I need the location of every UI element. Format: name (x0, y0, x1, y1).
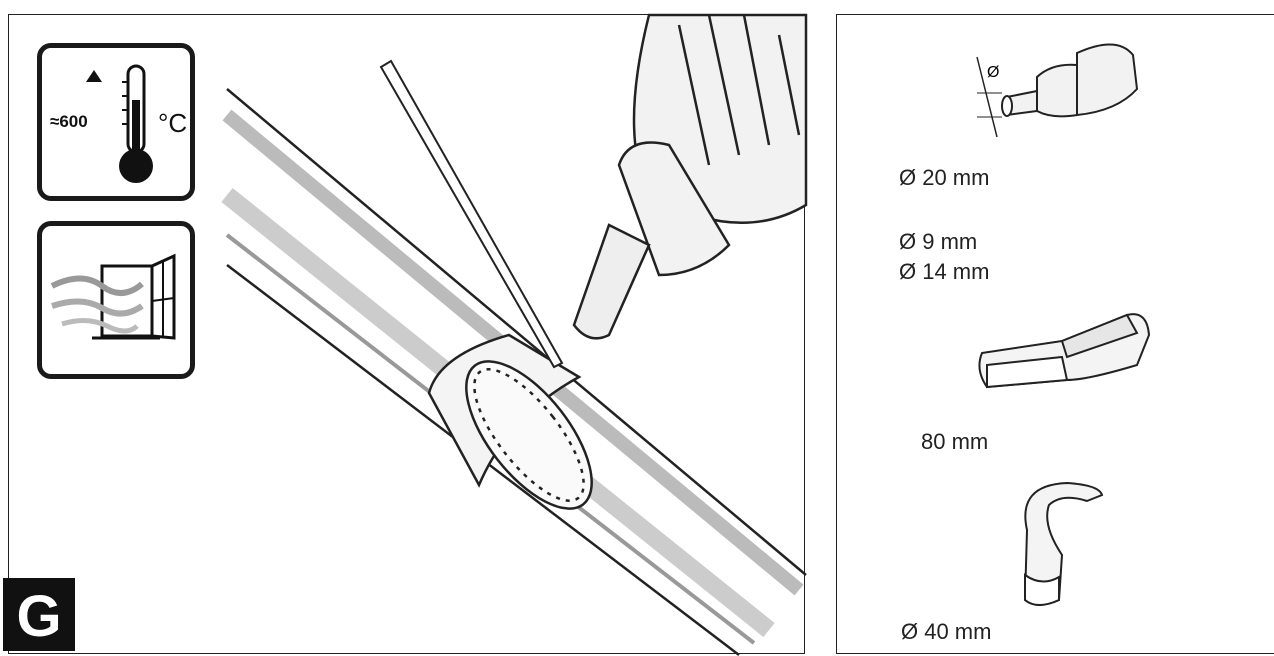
solder-wire (379, 59, 564, 369)
nozzle-label-80mm: 80 mm (921, 429, 989, 454)
nozzle-drawings: Ø (976, 43, 1151, 606)
ventilation-icon (37, 221, 195, 379)
nozzle-label-14mm: Ø 14 mm (899, 259, 990, 284)
temperature-unit: °C (158, 108, 188, 138)
heat-gun (572, 13, 808, 340)
temperature-setting-icon: ≈600 °C (37, 43, 195, 201)
pipe-fitting (427, 333, 593, 510)
nozzle-accessories-panel: Ø Ø 20 mm Ø 9 mm Ø 14 mm 80 mm Ø 40 mm (836, 14, 1274, 654)
nozzle-label-20mm: Ø 20 mm (899, 165, 990, 190)
thermometer-icon (86, 64, 153, 183)
main-illustration-panel: ≈600 °C (8, 13, 808, 656)
nozzle-label-40mm: Ø 40 mm (901, 619, 992, 644)
open-window-icon (50, 253, 176, 340)
nozzle-label-9mm: Ø 9 mm (899, 229, 978, 254)
reflector-nozzle-icon (1023, 481, 1104, 606)
reducing-nozzle-icon (976, 43, 1139, 138)
section-letter-badge: G (3, 578, 75, 651)
diameter-symbol: Ø (987, 64, 999, 81)
flat-nozzle-icon (978, 313, 1151, 389)
temperature-value: ≈600 (50, 112, 88, 131)
pipe-soldering-illustration (221, 13, 808, 656)
